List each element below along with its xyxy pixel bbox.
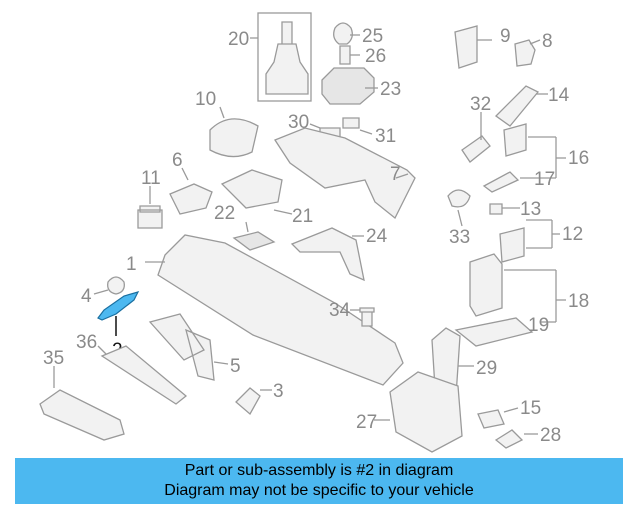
label-30: 30	[288, 112, 309, 133]
label-25: 25	[362, 26, 383, 47]
part-18-storage-box[interactable]	[469, 253, 503, 317]
part-27-armrest-base[interactable]	[389, 371, 463, 453]
label-24: 24	[366, 226, 388, 247]
label-16: 16	[568, 148, 589, 169]
label-14: 14	[548, 85, 570, 106]
label-21: 21	[292, 206, 313, 227]
part-5-side-panel[interactable]	[148, 313, 215, 381]
part-35-rail[interactable]	[39, 389, 125, 441]
part-36-trim-strip[interactable]	[100, 345, 188, 405]
label-18: 18	[568, 291, 589, 312]
part-33-socket[interactable]	[447, 189, 471, 208]
part-34-bolt[interactable]	[359, 307, 375, 327]
part-3-bracket[interactable]	[235, 387, 261, 416]
label-17: 17	[534, 169, 555, 190]
part-9-trim[interactable]	[454, 25, 478, 69]
part-12-panel[interactable]	[499, 227, 525, 263]
label-1: 1	[126, 254, 137, 275]
label-11: 11	[141, 168, 161, 189]
label-12: 12	[562, 224, 583, 245]
part-28-clip[interactable]	[494, 429, 524, 449]
part-25-shift-knob[interactable]	[333, 22, 353, 45]
part-11-damper[interactable]	[137, 205, 163, 229]
label-28: 28	[540, 425, 561, 446]
label-13: 13	[520, 199, 541, 220]
part-6-cover[interactable]	[169, 183, 213, 215]
part-32-lighter[interactable]	[461, 135, 491, 163]
part-26-shift-rod[interactable]	[339, 45, 351, 65]
label-22: 22	[214, 203, 235, 224]
label-27: 27	[356, 412, 377, 433]
label-8: 8	[542, 31, 553, 52]
label-35: 35	[43, 348, 64, 369]
label-26: 26	[365, 46, 386, 67]
label-23: 23	[380, 79, 401, 100]
label-19: 19	[528, 315, 549, 336]
label-3: 3	[273, 381, 284, 402]
part-31-clip[interactable]	[342, 117, 360, 129]
label-9: 9	[500, 26, 511, 47]
label-15: 15	[520, 398, 541, 419]
part-15-pad[interactable]	[477, 409, 505, 429]
label-36: 36	[76, 332, 97, 353]
part-13-cover[interactable]	[489, 203, 503, 215]
label-31: 31	[375, 126, 396, 147]
part-23-shift-gate[interactable]	[321, 67, 375, 105]
part-20-shift-boot[interactable]	[265, 21, 309, 95]
label-32: 32	[470, 94, 491, 115]
label-5: 5	[230, 356, 241, 377]
part-7-upper-console[interactable]	[274, 127, 416, 220]
label-10: 10	[195, 89, 216, 110]
info-banner: Part or sub-assembly is #2 in diagram Di…	[15, 458, 623, 504]
part-2-bracket-highlighted[interactable]	[97, 291, 140, 321]
part-22-plate[interactable]	[232, 231, 276, 251]
label-4: 4	[81, 286, 92, 307]
part-19-tray[interactable]	[454, 317, 534, 347]
label-7: 7	[390, 164, 401, 185]
part-16-switch-a[interactable]	[503, 123, 527, 157]
part-4-bushing[interactable]	[107, 276, 125, 295]
part-21-boot-frame[interactable]	[220, 169, 283, 209]
part-1-center-console[interactable]	[157, 234, 404, 386]
part-14-bracket[interactable]	[494, 85, 540, 127]
part-24-bracket[interactable]	[290, 227, 365, 282]
part-17-switch[interactable]	[482, 171, 520, 193]
banner-line-2: Diagram may not be specific to your vehi…	[164, 482, 474, 499]
part-8-clip[interactable]	[514, 39, 536, 67]
label-20: 20	[228, 29, 249, 50]
label-29: 29	[476, 358, 497, 379]
part-10-cup-holder[interactable]	[209, 118, 259, 158]
label-6: 6	[172, 150, 183, 171]
banner-line-1: Part or sub-assembly is #2 in diagram	[184, 462, 454, 479]
label-34: 34	[329, 300, 351, 321]
label-33: 33	[449, 227, 470, 248]
